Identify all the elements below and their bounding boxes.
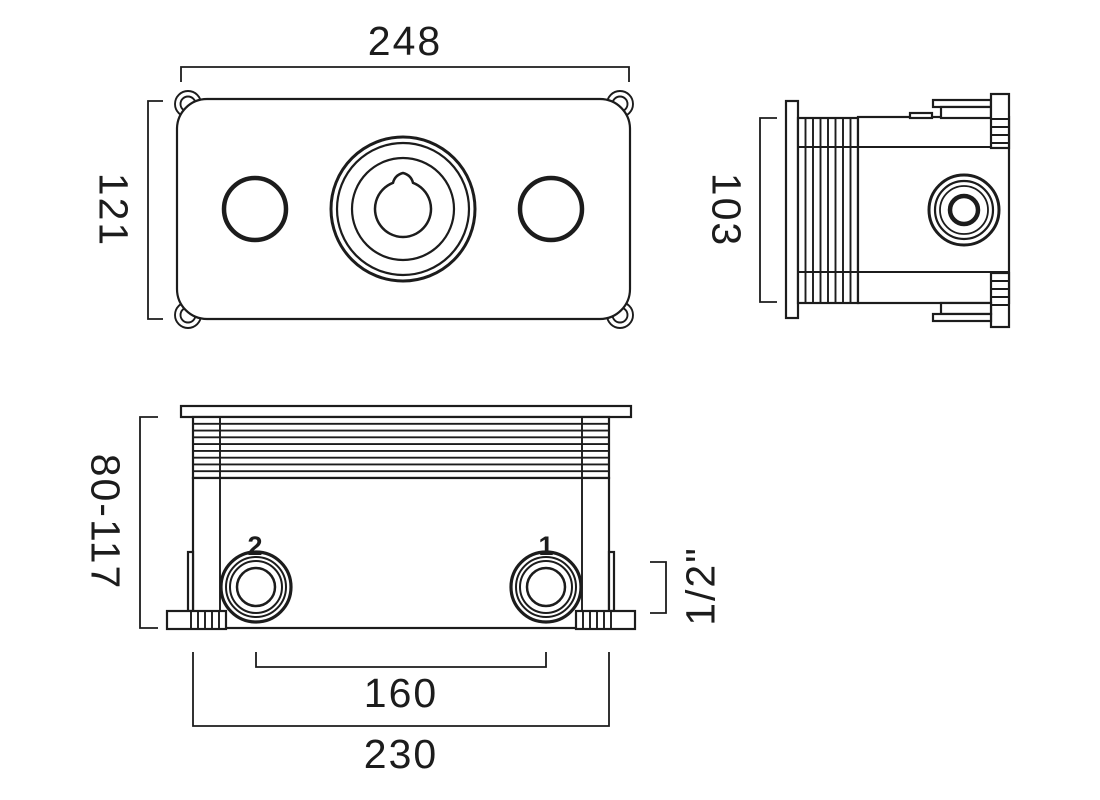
inlet-port-1: 1 (509, 531, 583, 624)
port-spacing-dimension-line (255, 652, 547, 668)
front-height-dimension: 121 (91, 100, 163, 320)
side-top-notch (908, 111, 934, 120)
side-outlet-port (927, 173, 1001, 247)
bottom-right-flange-hatch (582, 611, 612, 629)
side-height-dimension: 103 (704, 117, 777, 303)
port-spacing-dimension-label: 160 (364, 670, 438, 716)
side-top-bracket (931, 92, 1011, 150)
front-height-dimension-line (147, 100, 163, 320)
body-width-dimension-label: 230 (364, 731, 438, 777)
bottom-depth-dimension-label: 80-117 (83, 454, 129, 591)
bottom-left-flange-hatch (190, 611, 220, 629)
bottom-ribbed-section (191, 415, 611, 480)
side-ribbed-section (796, 116, 860, 305)
side-rib-lines (804, 118, 852, 303)
port-spacing-dimension: 160 (255, 652, 547, 716)
thread-size-dimension-label: 1/2" (677, 546, 723, 626)
bottom-depth-dimension-line (139, 416, 158, 629)
side-bottom-bracket-hatch (991, 280, 1009, 306)
right-control-hole (517, 175, 585, 243)
bottom-left-flange (165, 609, 228, 631)
front-view: 248 121 (91, 18, 634, 329)
bottom-rib-lines (193, 422, 609, 473)
front-width-dimension: 248 (180, 18, 630, 82)
side-bottom-bracket-bar (989, 271, 1011, 329)
body-width-dimension-line (192, 652, 610, 727)
bottom-right-flange (574, 609, 637, 631)
side-bottom-bracket (931, 271, 1011, 329)
thread-size-dimension: 1/2" (650, 546, 723, 626)
bottom-top-plate (179, 404, 633, 419)
bottom-depth-dimension: 80-117 (83, 416, 158, 629)
inlet-port-2: 2 (219, 531, 293, 624)
left-control-hole (221, 175, 289, 243)
side-height-dimension-label: 103 (704, 173, 750, 247)
faceplate-edge (784, 99, 800, 320)
right-port-boss (607, 550, 616, 613)
body-width-dimension: 230 (192, 652, 610, 777)
side-top-bracket-hatch (991, 118, 1009, 144)
side-top-bracket-bar (989, 92, 1011, 150)
side-height-dimension-line (759, 117, 777, 303)
port-1-label: 1 (538, 531, 553, 561)
valve-spindle-profile (373, 171, 433, 239)
left-port-boss (186, 550, 195, 613)
bottom-inner-wall-lines (219, 417, 583, 611)
thread-size-dimension-line (650, 561, 667, 614)
front-height-dimension-label: 121 (91, 173, 137, 247)
side-view: 103 (704, 92, 1011, 329)
bottom-view: 80-117 2 (83, 404, 723, 777)
central-valve-opening (329, 135, 477, 283)
port-2-label: 2 (247, 531, 262, 561)
front-width-dimension-line (180, 66, 630, 82)
front-width-dimension-label: 248 (368, 18, 442, 64)
